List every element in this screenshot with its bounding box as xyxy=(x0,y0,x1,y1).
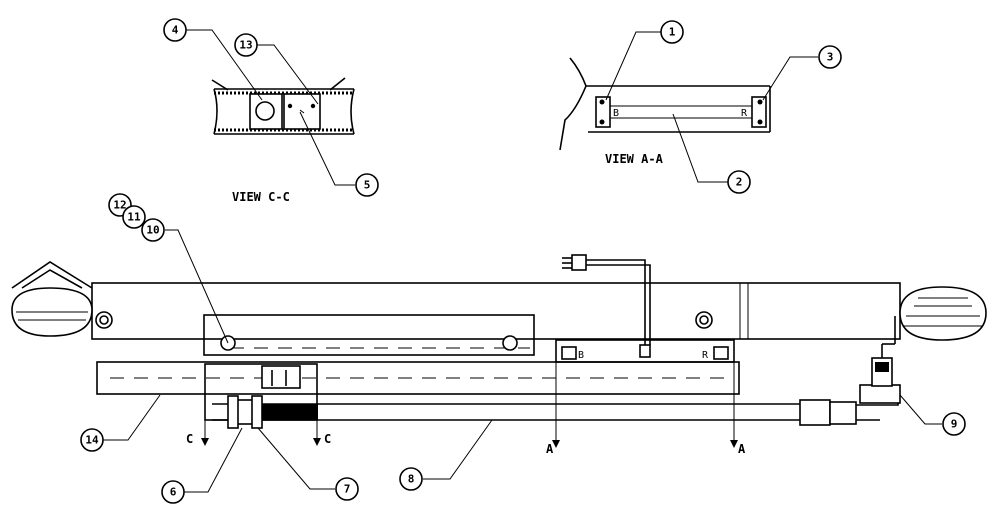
balloon-4: 4 xyxy=(163,18,187,42)
svg-text:11: 11 xyxy=(127,211,141,224)
tube-nut-and-clamp xyxy=(227,395,263,429)
leader-lines xyxy=(103,29,942,493)
svg-text:13: 13 xyxy=(239,39,252,52)
view-cc-detail: VIEW C-C xyxy=(211,77,355,204)
balloon-8: 8 xyxy=(399,467,423,491)
view-cc-label: VIEW C-C xyxy=(232,190,290,204)
hydraulic-tube xyxy=(212,388,899,426)
aa-sensor-rod xyxy=(609,105,753,119)
grease-fitting-right xyxy=(695,311,713,329)
svg-text:6: 6 xyxy=(170,486,177,499)
svg-text:3: 3 xyxy=(827,51,834,64)
section-a-right: A xyxy=(738,442,746,456)
balloon-1: 1 xyxy=(660,20,684,44)
sensor-cable-connector xyxy=(562,254,651,345)
svg-text:2: 2 xyxy=(736,176,743,189)
svg-text:7: 7 xyxy=(344,483,351,496)
plate-bolt-right xyxy=(502,335,518,351)
section-line-cc: C C xyxy=(186,364,331,446)
elbow-fitting xyxy=(859,316,901,404)
balloon-3: 3 xyxy=(818,45,842,69)
aa-marker-right: R xyxy=(741,108,748,119)
balloon-9: 9 xyxy=(942,412,966,436)
svg-text:12: 12 xyxy=(113,199,126,212)
balloon-2: 2 xyxy=(727,170,751,194)
cc-fitting-block xyxy=(249,93,283,130)
right-rod-end xyxy=(899,286,987,341)
balloon-5: 5 xyxy=(355,173,379,197)
balloon-10: 10 xyxy=(141,218,165,242)
cc-port-hole xyxy=(255,101,275,121)
main-assembly: B R xyxy=(11,254,987,456)
svg-text:1: 1 xyxy=(669,26,676,39)
svg-text:4: 4 xyxy=(172,24,179,37)
svg-text:9: 9 xyxy=(951,418,958,431)
section-c-left: C xyxy=(186,432,193,446)
lower-channel xyxy=(96,361,740,395)
view-aa-detail: B R VIEW A-A xyxy=(559,57,771,166)
svg-text:8: 8 xyxy=(408,473,415,486)
section-c-right: C xyxy=(324,432,331,446)
left-rod-end xyxy=(11,261,93,337)
main-marker-right: R xyxy=(702,350,709,361)
balloon-11: 11 xyxy=(122,205,146,229)
upper-mounting-plate xyxy=(203,314,535,356)
balloon-7: 7 xyxy=(335,477,359,501)
aa-right-sensor-bracket xyxy=(751,96,767,128)
balloon-14: 14 xyxy=(80,428,104,452)
section-a-left: A xyxy=(546,442,554,456)
aa-marker-left: B xyxy=(613,108,619,119)
cylinder-barrel xyxy=(91,282,901,340)
view-aa-label: VIEW A-A xyxy=(605,152,664,166)
svg-text:10: 10 xyxy=(146,224,159,237)
svg-text:5: 5 xyxy=(364,179,371,192)
grease-fitting-left xyxy=(95,311,113,329)
section-line-aa: A A xyxy=(546,340,746,456)
svg-text:14: 14 xyxy=(85,434,99,447)
balloon-13: 13 xyxy=(234,33,258,57)
balloon-6: 6 xyxy=(161,480,185,504)
main-marker-left: B xyxy=(578,350,584,361)
